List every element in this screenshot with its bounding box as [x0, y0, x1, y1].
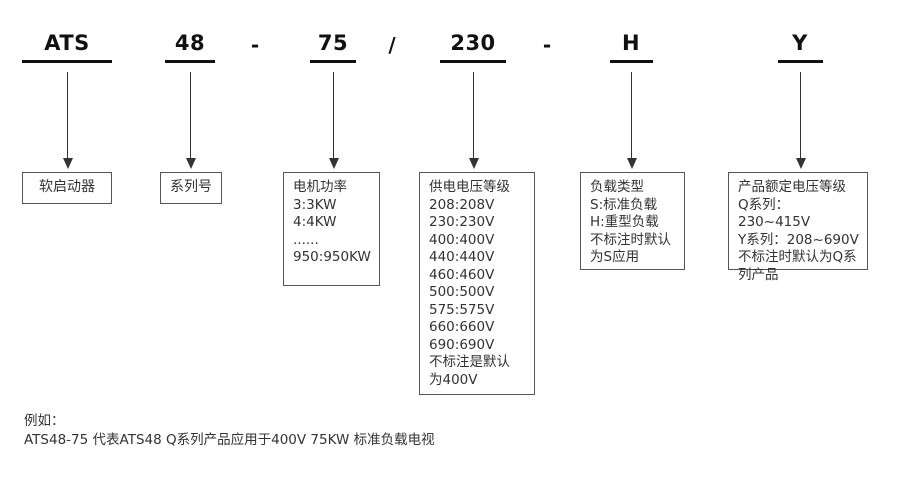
code-token-underline [310, 60, 356, 63]
code-token-75: 75 [317, 31, 349, 55]
arrow-head-supply-voltage-class [468, 158, 479, 169]
code-token-underline [778, 60, 823, 63]
code-token-underline [165, 60, 215, 63]
code-token-ats: ATS [44, 31, 90, 55]
code-token-underline [22, 60, 112, 63]
desc-box-supply-voltage-class: 供电电压等级 208:208V 230:230V 400:400V 440:44… [419, 172, 535, 395]
code-token-h: H [621, 31, 641, 55]
arrow-line-load-type [631, 72, 632, 158]
code-token-y: Y [792, 31, 808, 55]
arrow-line-soft-starter [67, 72, 68, 158]
code-separator-slash: / [388, 33, 396, 57]
desc-box-soft-starter: 软启动器 [22, 172, 112, 204]
arrow-head-series-number [185, 158, 196, 169]
desc-box-series-number: 系列号 [160, 172, 222, 204]
desc-box-rated-voltage-class: 产品额定电压等级 Q系列：230~415V Y系列：208~690V 不标注时默… [728, 172, 868, 283]
arrow-line-motor-power [333, 72, 334, 158]
code-token-underline [610, 60, 653, 63]
arrow-head-motor-power [328, 158, 339, 169]
arrow-line-rated-voltage-class [800, 72, 801, 158]
code-separator-hyphen: - [542, 33, 552, 57]
code-separator-hyphen: - [250, 33, 260, 57]
arrow-head-soft-starter [62, 158, 73, 169]
arrow-head-load-type [626, 158, 637, 169]
code-token-underline [440, 60, 506, 63]
code-token-230: 230 [450, 31, 496, 55]
arrow-line-series-number [190, 72, 191, 158]
desc-box-motor-power: 电机功率 3:3KW 4:4KW ...... 950:950KW [283, 172, 380, 286]
arrow-head-rated-voltage-class [795, 158, 806, 169]
code-token-48: 48 [174, 31, 206, 55]
arrow-line-supply-voltage-class [473, 72, 474, 158]
example-note: 例如： ATS48-75 代表ATS48 Q系列产品应用于400V 75KW 标… [24, 413, 435, 448]
desc-box-load-type: 负载类型 S:标准负载 H:重型负载 不标注时默认 为S应用 [580, 172, 685, 270]
